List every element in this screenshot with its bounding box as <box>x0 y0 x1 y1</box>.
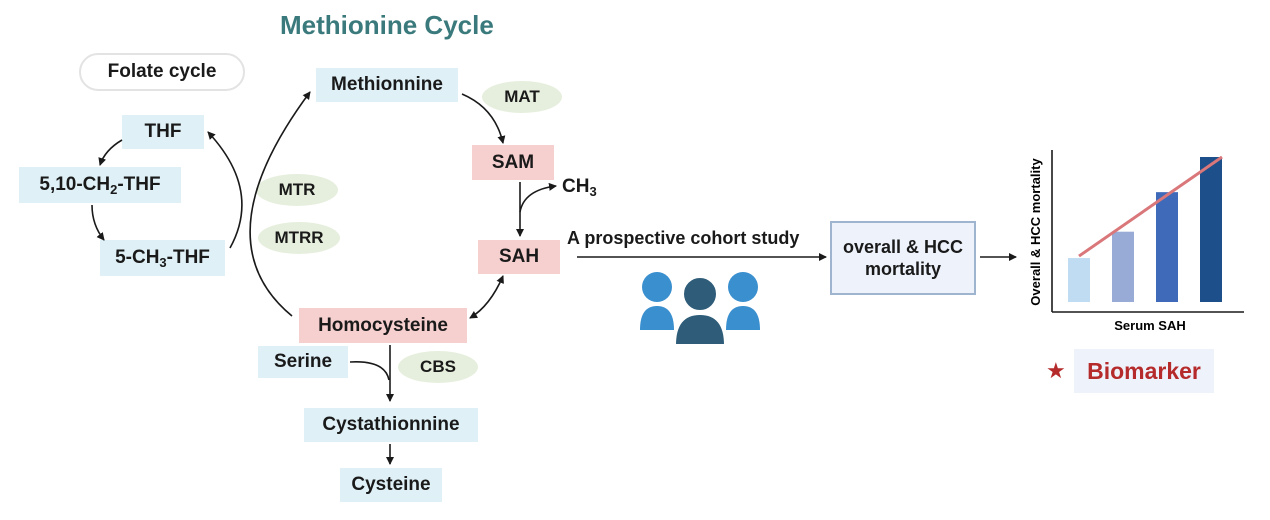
methyl-thf-suffix: -THF <box>166 247 210 268</box>
enzyme-mat: MAT <box>482 81 562 113</box>
ch3-prefix: CH <box>562 176 590 197</box>
arrow-methyl-to-thf <box>207 131 243 249</box>
arrow-ch3-release <box>519 182 557 213</box>
outcome-box: overall & HCC mortality <box>830 221 976 295</box>
arrow-methionine-to-sam <box>461 93 506 144</box>
methyl-thf-prefix: 5-CH <box>115 247 160 268</box>
enzyme-mtrr: MTRR <box>258 222 340 254</box>
ch3-subscript: 3 <box>589 184 597 199</box>
methylene-thf-prefix: 5,10-CH <box>39 174 111 195</box>
page-title: Methionine Cycle <box>280 10 494 40</box>
chart-x-label: Serum SAH <box>1114 318 1186 333</box>
chart-bar-1 <box>1068 258 1090 302</box>
study-label: A prospective cohort study <box>567 228 800 248</box>
methylene-thf-subscript: 2 <box>110 181 118 197</box>
chart-bar-2 <box>1112 231 1134 302</box>
methyl-thf-subscript: 3 <box>159 254 167 270</box>
line-serine-join <box>349 361 390 381</box>
methylene-thf-suffix: -THF <box>117 174 161 195</box>
ch3-label: CH3 <box>562 176 597 199</box>
biomarker-label: Biomarker <box>1074 349 1214 393</box>
node-cysteine: Cysteine <box>340 468 442 502</box>
chart-bar-4 <box>1200 157 1222 302</box>
arrow-methylene-to-methyl <box>91 204 105 241</box>
node-sam: SAM <box>472 145 554 180</box>
star-icon: ★ <box>1046 358 1066 383</box>
node-thf: THF <box>122 115 204 149</box>
node-homocysteine: Homocysteine <box>299 308 467 343</box>
chart-trend-line <box>1078 155 1223 258</box>
node-methionine: Methionnine <box>316 68 458 102</box>
arrow-thf-to-methylene <box>98 139 123 166</box>
enzyme-mtr: MTR <box>256 174 338 206</box>
node-serine: Serine <box>258 346 348 378</box>
arrow-homocysteine-to-methionine <box>249 91 311 317</box>
people-icon <box>640 272 760 346</box>
node-cystathionine: Cystathionnine <box>304 408 478 442</box>
outcome-line1: overall & HCC <box>842 237 964 257</box>
folate-cycle-label: Folate cycle <box>79 53 245 91</box>
enzyme-cbs: CBS <box>398 351 478 383</box>
node-sah: SAH <box>478 240 560 274</box>
chart-bars <box>1068 157 1222 302</box>
chart-y-label: Overall & HCC mortality <box>1028 158 1043 306</box>
chart-bar-3 <box>1156 192 1178 302</box>
outcome-line2: mortality <box>864 259 942 279</box>
arrow-sah-homocysteine <box>469 275 504 319</box>
